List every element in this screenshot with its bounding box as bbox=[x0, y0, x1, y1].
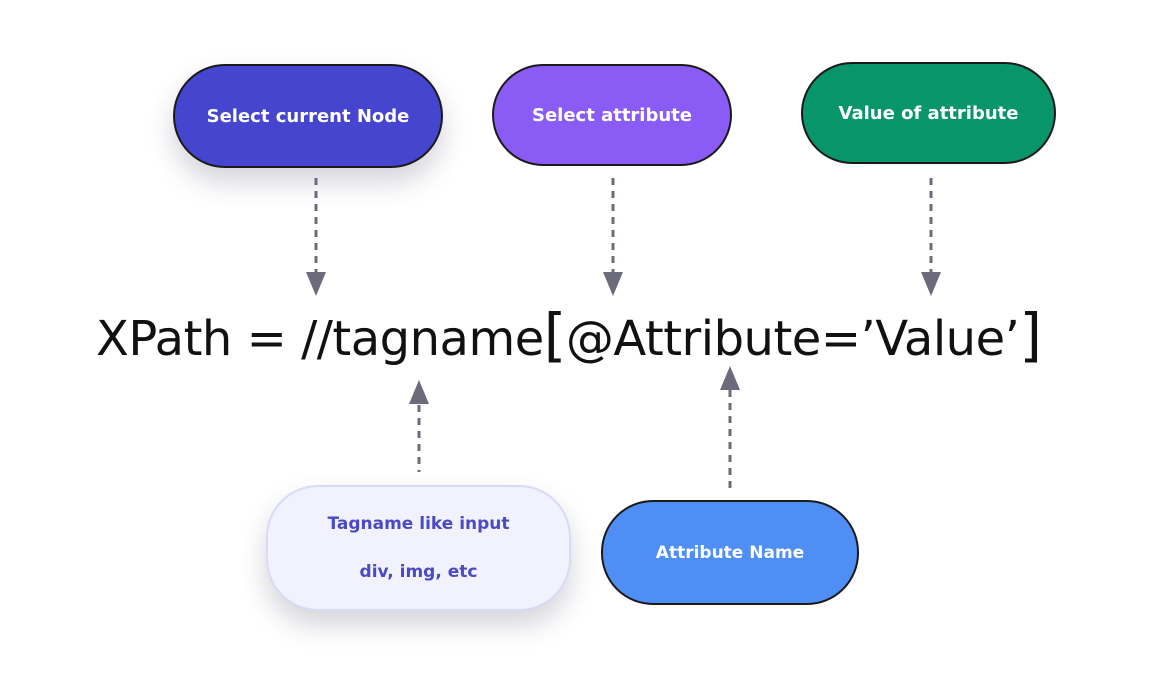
select-attribute-label: Select attribute bbox=[492, 64, 732, 166]
attribute-name-label: Attribute Name bbox=[601, 500, 859, 605]
close-bracket: ] bbox=[1019, 301, 1042, 369]
xpath-attribute-part: @Attribute=’Value’ bbox=[565, 311, 1020, 367]
tagname-label-line1: Tagname like input bbox=[327, 514, 510, 534]
xpath-expression: XPath = //tagname[@Attribute=’Value’] bbox=[96, 300, 1056, 370]
tagname-label: Tagname like input div, img, etc bbox=[266, 485, 571, 611]
xpath-prefix: XPath = //tagname bbox=[96, 311, 544, 367]
arrow-node-head bbox=[306, 272, 326, 296]
arrow-tag-head bbox=[409, 380, 429, 404]
arrow-attr-head bbox=[603, 272, 623, 296]
tagname-label-line2: div, img, etc bbox=[359, 562, 478, 582]
select-current-node-label: Select current Node bbox=[173, 64, 443, 168]
open-bracket: [ bbox=[543, 301, 567, 369]
value-of-attribute-label: Value of attribute bbox=[801, 62, 1056, 164]
arrow-value-head bbox=[921, 272, 941, 296]
